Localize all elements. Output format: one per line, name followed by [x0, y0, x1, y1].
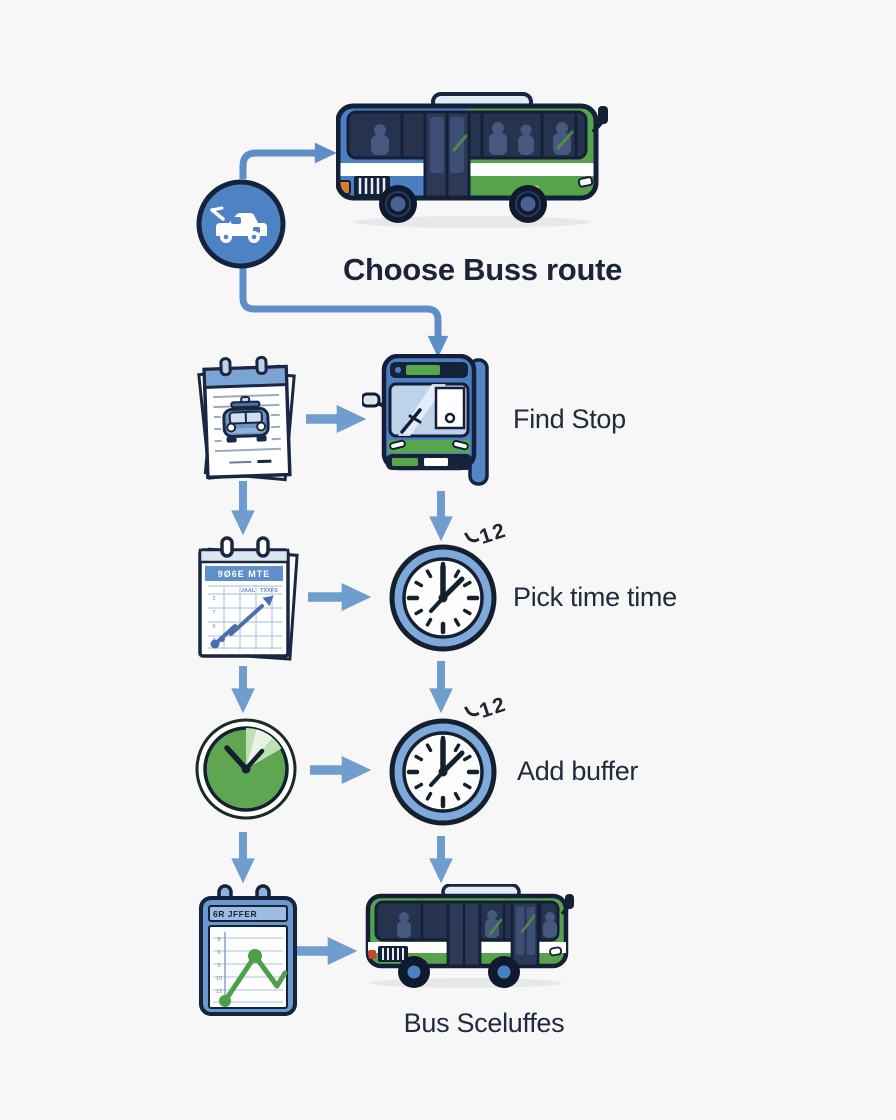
- connector-start-to-bus-arrow: [239, 142, 337, 179]
- notepad-car-icon: [194, 352, 298, 486]
- buffer-pad-ytick: 8: [217, 937, 220, 943]
- clock-blue-icon: [388, 717, 498, 827]
- schedule-pad-col2-text: TXXFS: [260, 588, 278, 594]
- schedule-pad-col1-text: JAAL: [241, 588, 256, 594]
- step-label-choose-route: Choose Buss route: [342, 252, 623, 287]
- bus-front-stop-icon: [362, 354, 492, 488]
- schedule-pad-ytick: 2: [212, 596, 215, 602]
- buffer-pad-icon: 6R JFFER 8 6 5 10 12: [195, 884, 303, 1020]
- bus-side-blue-green-icon: [336, 92, 614, 230]
- schedule-pad-ytick: 7: [212, 610, 215, 616]
- schedule-pad-header-text: 9Ø6E MTE: [218, 569, 271, 579]
- clock-blue-icon: [388, 543, 498, 653]
- bus-side-green-icon: [364, 884, 576, 990]
- clock-green-icon: [194, 717, 298, 821]
- car-circle-icon: [196, 179, 286, 269]
- schedule-pad-icon: 9Ø6E MTE JAAL TXXFS 2 7 6 8: [192, 534, 304, 662]
- step-label-bus-schedules: Bus Sceluffes: [403, 1008, 565, 1038]
- buffer-pad-ytick: 10: [216, 976, 222, 982]
- step-label-find-stop: Find Stop: [513, 404, 626, 434]
- connector-start-to-findstop-arrow: [239, 267, 449, 358]
- buffer-pad-ytick: 6: [217, 950, 220, 956]
- step-label-add-buffer: Add buffer: [517, 756, 639, 786]
- step-label-pick-time: Pick time time: [513, 582, 677, 612]
- buffer-pad-ytick: 12: [216, 989, 222, 995]
- schedule-pad-ytick: 6: [212, 624, 215, 630]
- buffer-pad-ytick: 5: [217, 963, 220, 969]
- buffer-pad-header-text: 6R JFFER: [213, 909, 257, 919]
